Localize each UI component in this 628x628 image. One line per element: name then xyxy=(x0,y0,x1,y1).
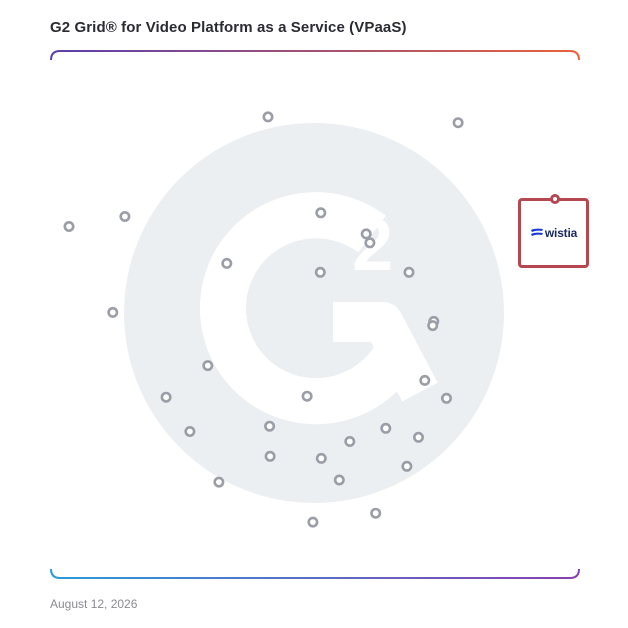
product-marker-23[interactable] xyxy=(412,431,424,443)
product-marker-21[interactable] xyxy=(380,422,392,434)
product-marker-19[interactable] xyxy=(184,425,196,437)
product-marker-28[interactable] xyxy=(333,474,345,486)
wistia-mark-icon xyxy=(530,228,543,236)
product-marker-29[interactable] xyxy=(370,507,382,519)
product-marker-25[interactable] xyxy=(315,452,327,464)
product-marker-24[interactable] xyxy=(264,450,276,462)
product-marker-17[interactable] xyxy=(301,390,313,402)
g2-watermark-logo: 2 xyxy=(124,123,504,503)
page-title: G2 Grid® for Video Platform as a Service… xyxy=(50,19,407,36)
product-marker-22[interactable] xyxy=(344,435,356,447)
product-marker-3[interactable] xyxy=(119,211,131,223)
product-marker-10[interactable] xyxy=(403,266,415,278)
wistia-logo-text: wistia xyxy=(544,226,578,240)
product-marker-20[interactable] xyxy=(264,420,276,432)
product-marker-16[interactable] xyxy=(160,391,172,403)
product-marker-15[interactable] xyxy=(419,374,431,386)
product-marker-2[interactable] xyxy=(452,117,464,129)
product-marker-6[interactable] xyxy=(360,228,372,240)
product-marker-13[interactable] xyxy=(427,320,439,332)
product-marker-26[interactable] xyxy=(401,460,413,472)
report-date: August 12, 2026 xyxy=(50,597,138,611)
wistia-logo: wistia xyxy=(530,226,577,240)
product-marker-18[interactable] xyxy=(440,392,452,404)
product-marker-5[interactable] xyxy=(315,207,327,219)
product-marker-27[interactable] xyxy=(213,476,225,488)
product-marker-14[interactable] xyxy=(202,360,214,372)
wistia-product-card[interactable]: wistia xyxy=(518,198,589,268)
wistia-marker xyxy=(550,194,560,204)
product-marker-7[interactable] xyxy=(364,237,376,249)
product-marker-1[interactable] xyxy=(262,111,274,123)
product-marker-30[interactable] xyxy=(307,516,319,528)
product-marker-11[interactable] xyxy=(107,306,119,318)
product-markers xyxy=(63,111,464,528)
product-marker-8[interactable] xyxy=(221,257,233,269)
product-marker-9[interactable] xyxy=(314,266,326,278)
product-marker-4[interactable] xyxy=(63,221,75,233)
